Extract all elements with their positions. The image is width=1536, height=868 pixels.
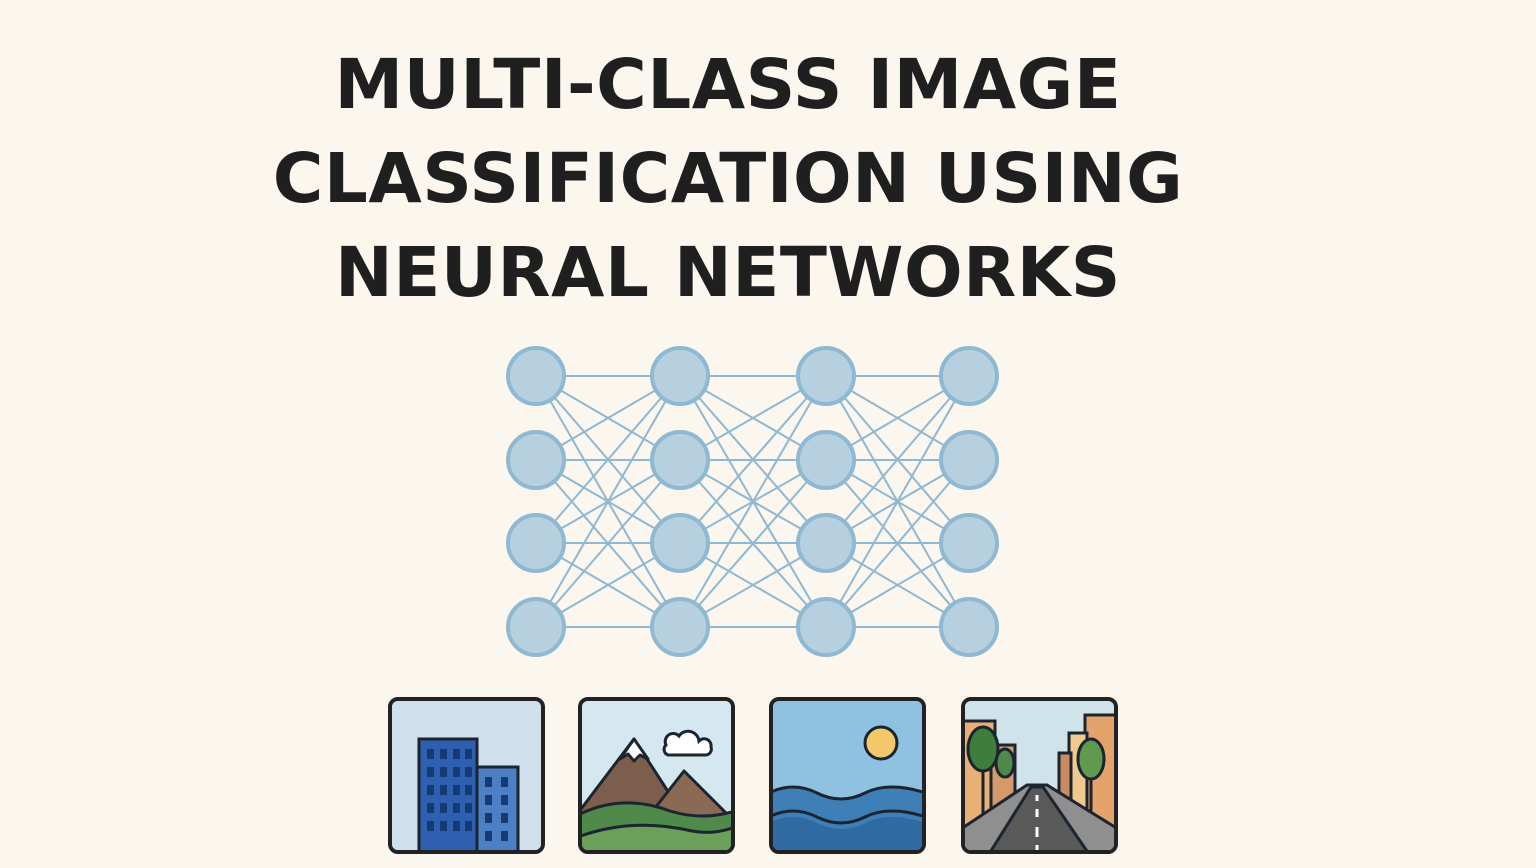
neuron-layer1-4: [506, 597, 566, 657]
street-icon: [965, 701, 1114, 850]
connection-l1-4-to-1: [535, 375, 681, 628]
neuron-layer3-4: [796, 597, 856, 657]
neuron-layer3-2: [796, 430, 856, 490]
connection-l2-4-to-1: [679, 375, 827, 628]
mountains-tile: [578, 697, 735, 854]
connection-l1-4-to-2: [535, 459, 681, 628]
connection-l2-4-to-2: [679, 459, 827, 628]
diagram-title: MULTI-CLASS IMAGE CLASSIFICATION USING N…: [0, 38, 1456, 320]
neuron-layer4-1: [939, 346, 999, 406]
title-line-3: NEURAL NETWORKS: [335, 233, 1121, 313]
connection-l2-3-to-1: [679, 375, 827, 544]
neuron-layer4-4: [939, 597, 999, 657]
neuron-layer1-2: [506, 430, 566, 490]
neuron-layer3-1: [796, 346, 856, 406]
neuron-layer2-2: [650, 430, 710, 490]
connection-l3-4-to-2: [825, 459, 970, 628]
street-tile: [961, 697, 1118, 854]
connection-l3-4-to-1: [825, 375, 970, 628]
buildings-tile: [388, 697, 545, 854]
neuron-layer2-1: [650, 346, 710, 406]
network-connections: [535, 375, 970, 628]
connection-l3-3-to-1: [825, 375, 970, 544]
neuron-layer4-3: [939, 513, 999, 573]
neuron-layer1-1: [506, 346, 566, 406]
title-line-1: MULTI-CLASS IMAGE: [334, 45, 1122, 125]
neuron-layer4-2: [939, 430, 999, 490]
neuron-layer1-3: [506, 513, 566, 573]
neuron-layer2-3: [650, 513, 710, 573]
title-line-2: CLASSIFICATION USING: [272, 139, 1184, 219]
neuron-layer2-4: [650, 597, 710, 657]
buildings-icon: [392, 701, 541, 850]
sea-icon: [773, 701, 922, 850]
mountains-icon: [582, 701, 731, 850]
neuron-layer3-3: [796, 513, 856, 573]
sea-tile: [769, 697, 926, 854]
connection-l1-3-to-1: [535, 375, 681, 544]
network-nodes: [506, 346, 999, 657]
